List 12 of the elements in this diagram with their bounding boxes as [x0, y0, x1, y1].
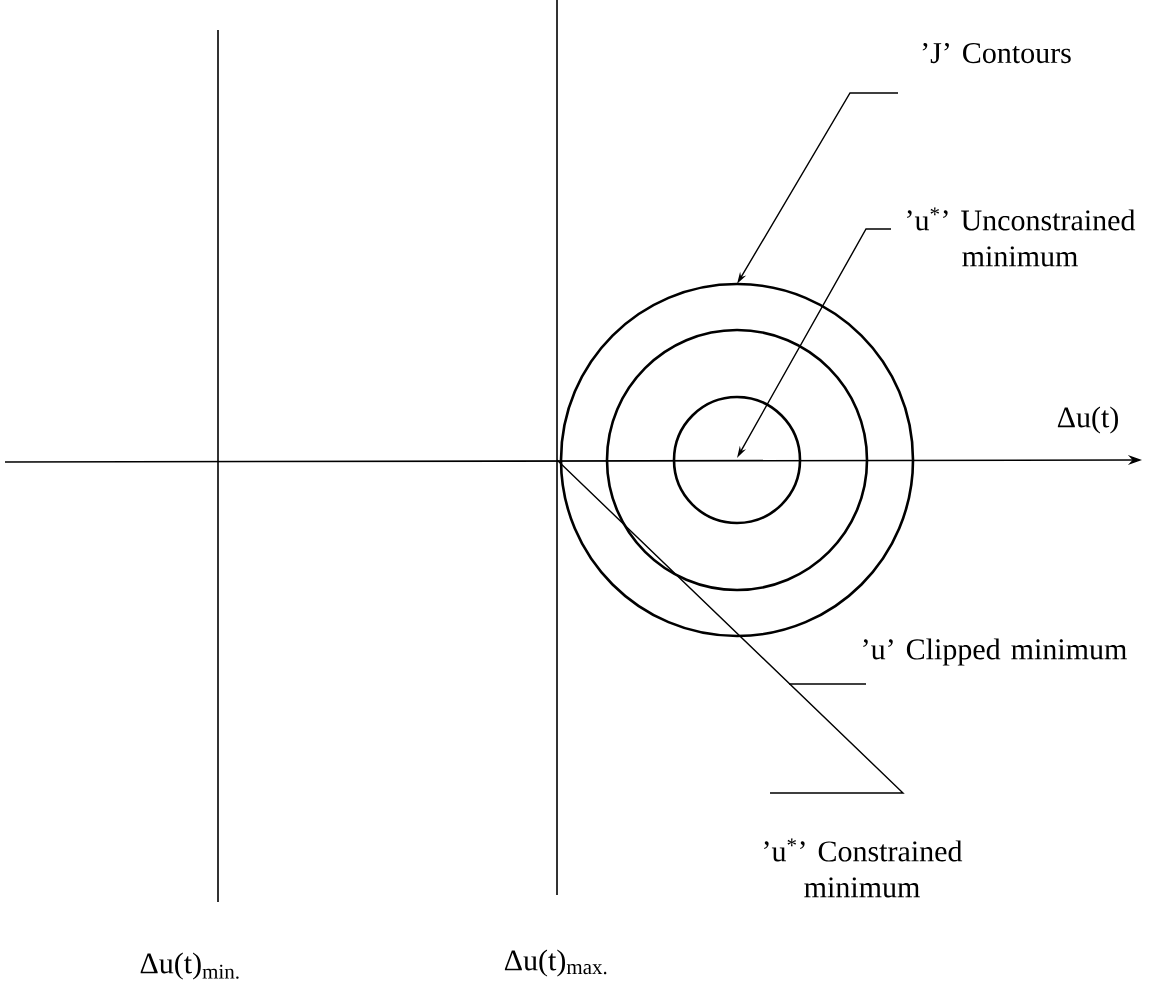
callout-text: ’u$^{*}$’ Unconstrained minimum	[907, 207, 1136, 267]
axis-label: Δu(t)	[1057, 406, 1118, 434]
contour-circle	[672, 395, 802, 525]
contour-circle	[559, 282, 915, 638]
callout-text: ’u$^{*}$’ Constrained minimum	[764, 838, 963, 898]
axis-label: Δu(t)$_{min.}$	[140, 952, 239, 980]
callout-text: ’u’ Clipped minimum	[863, 638, 1127, 666]
callout-text: ’J’ Contours	[922, 42, 1071, 64]
leader-line	[556, 459, 905, 794]
contour-circle	[605, 328, 869, 592]
leader-line	[788, 683, 867, 685]
axis-label: Δu(t)$_{max.}$	[504, 949, 607, 977]
